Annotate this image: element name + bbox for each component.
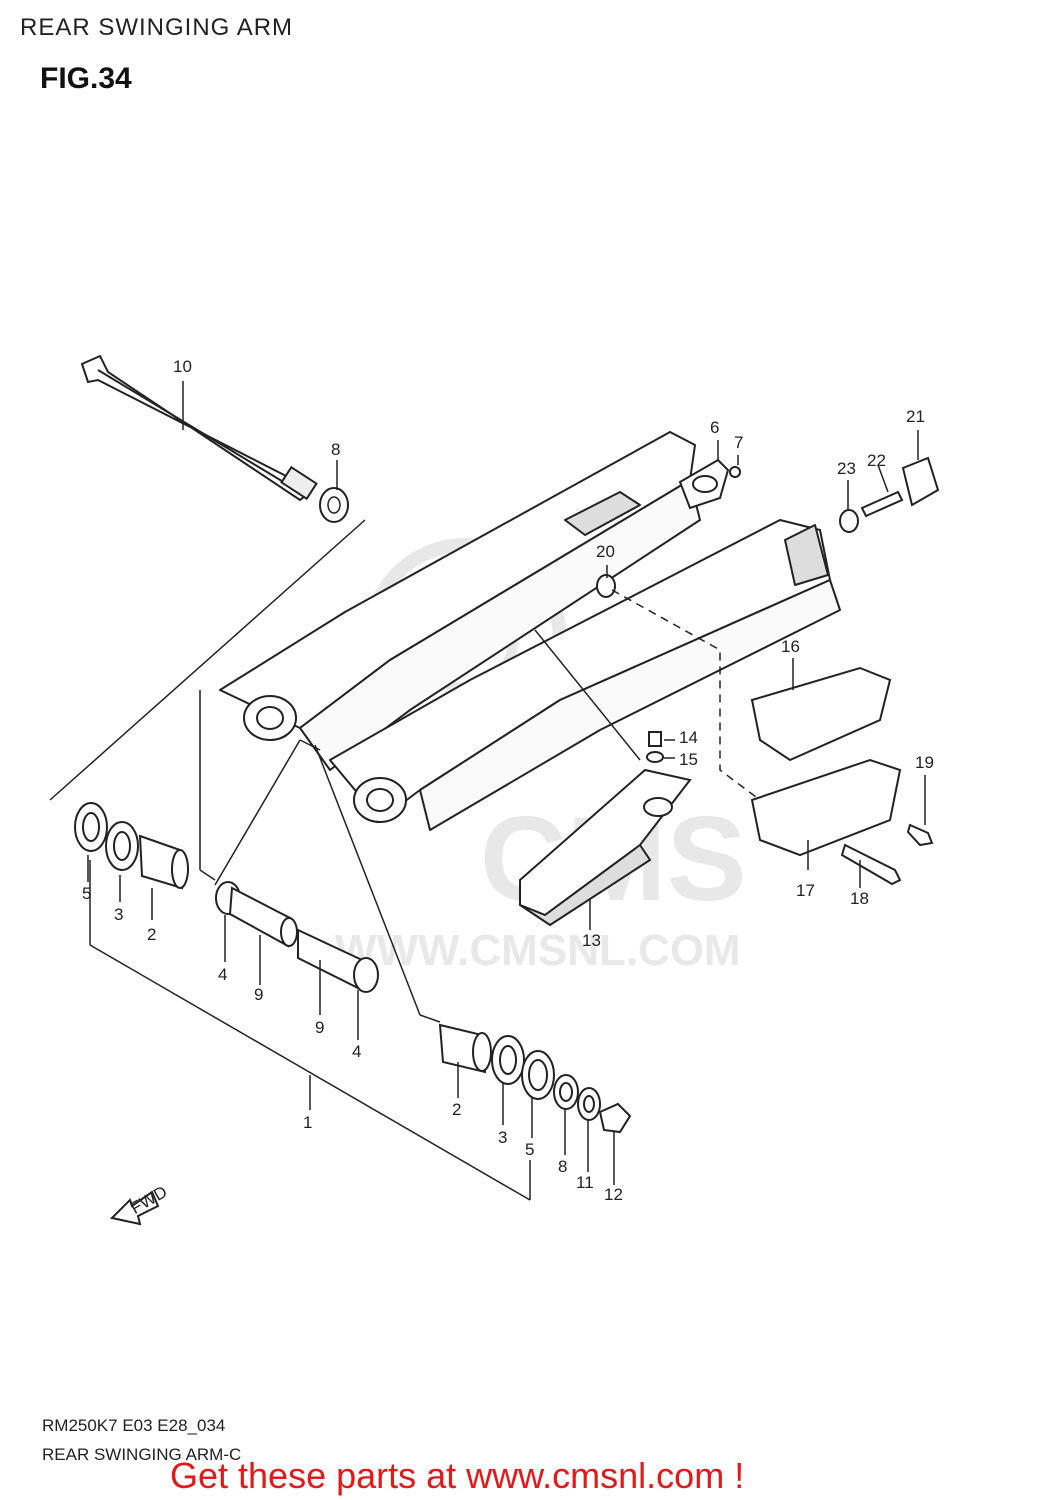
callout-9: 9 <box>254 985 263 1004</box>
callout-1: 1 <box>303 1113 312 1132</box>
adjuster-bolt <box>860 490 904 518</box>
callout-6: 6 <box>710 418 719 437</box>
callout-23: 23 <box>837 459 856 478</box>
callout-4: 4 <box>218 965 227 984</box>
washer-4-right <box>353 957 379 993</box>
left-bearing-stack <box>74 802 189 890</box>
fwd-arrow-icon: FWD <box>109 1182 170 1226</box>
callout-21: 21 <box>906 407 925 426</box>
leader-lines <box>49 381 926 1201</box>
callout-5: 5 <box>525 1140 534 1159</box>
pivot-shaft <box>80 354 318 502</box>
chain-adjuster-block <box>901 456 940 507</box>
callout-13: 13 <box>582 931 601 950</box>
callout-3: 3 <box>498 1128 507 1147</box>
callout-16: 16 <box>781 637 800 656</box>
chain-slider <box>519 768 692 927</box>
screw-14 <box>648 731 662 747</box>
chain-guide <box>750 666 902 857</box>
callout-7: 7 <box>734 433 743 452</box>
diagram-description: REAR SWINGING ARM-C <box>42 1445 242 1464</box>
callout-17: 17 <box>796 881 815 900</box>
callout-15: 15 <box>679 750 698 769</box>
bolt-18 <box>840 843 902 886</box>
callout-8: 8 <box>558 1157 567 1176</box>
page-title: REAR SWINGING ARM <box>20 14 294 41</box>
callout-3: 3 <box>114 905 123 924</box>
fwd-label: FWD <box>127 1182 170 1218</box>
adjuster-plate <box>678 458 730 510</box>
bolt-7 <box>729 466 741 478</box>
spacer-stack <box>215 881 379 993</box>
callout-4: 4 <box>352 1042 361 1061</box>
callout-10: 10 <box>173 357 192 376</box>
collar-20 <box>596 574 616 598</box>
callout-19: 19 <box>915 753 934 772</box>
diagram-code: RM250K7 E03 E28_034 <box>42 1416 226 1435</box>
callout-22: 22 <box>867 451 886 470</box>
callout-20: 20 <box>596 542 615 561</box>
bolt-19 <box>906 823 934 847</box>
nut-12 <box>598 1102 632 1134</box>
callout-14: 14 <box>679 728 698 747</box>
callout-2: 2 <box>452 1100 461 1119</box>
swingarm <box>219 431 841 831</box>
adjuster-nut <box>839 509 859 533</box>
right-bearing-stack <box>438 1023 632 1134</box>
callout-9: 9 <box>315 1018 324 1037</box>
callout-11: 11 <box>576 1173 594 1192</box>
watermark-url: WWW.CMSNL.COM <box>335 926 741 975</box>
callout-2: 2 <box>147 925 156 944</box>
washer-15 <box>646 751 664 763</box>
figure-label: FIG.34 <box>40 62 132 95</box>
callout-18: 18 <box>850 889 869 908</box>
buy-parts-link[interactable]: Get these parts at www.cmsnl.com ! <box>170 1455 745 1496</box>
callout-8: 8 <box>331 440 340 459</box>
callout-12: 12 <box>604 1185 623 1204</box>
callout-labels: 1 2 2 3 3 4 4 5 5 6 7 8 8 9 9 10 11 12 1… <box>82 357 934 1204</box>
callout-5: 5 <box>82 884 91 903</box>
